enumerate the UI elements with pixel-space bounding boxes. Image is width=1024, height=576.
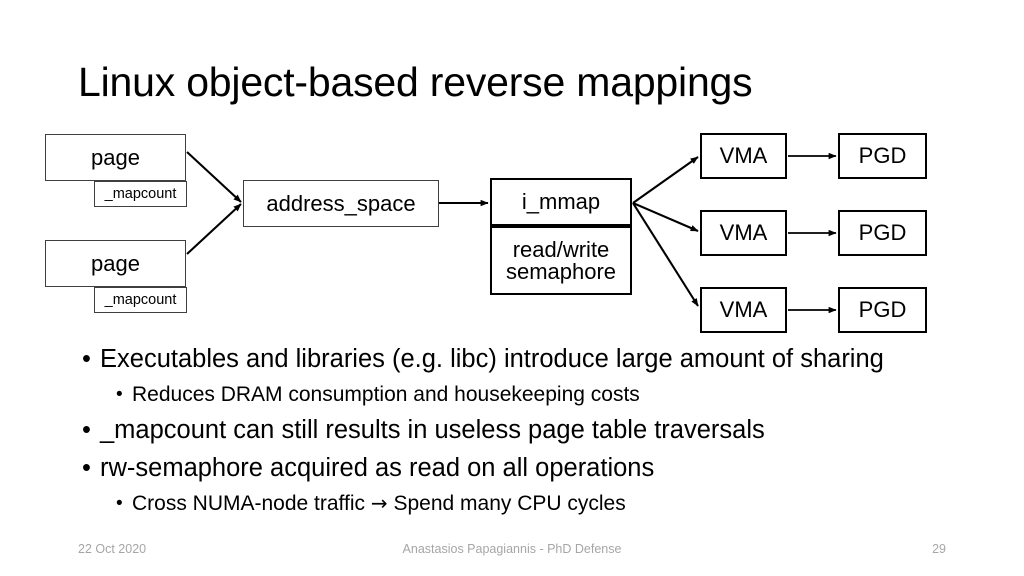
node-mapcount-2[interactable]: _mapcount <box>94 287 187 313</box>
bullet-item-4: • rw-semaphore acquired as read on all o… <box>70 449 970 487</box>
arrow-immap-to-vma-1 <box>632 156 699 204</box>
reverse-mapping-diagram: page _mapcount page _mapcount address_sp… <box>45 133 927 333</box>
footer-page-number: 29 <box>932 542 946 556</box>
semaphore-line-1: read/write <box>512 236 610 262</box>
bullet-list: • Executables and libraries (e.g. libc) … <box>70 340 970 520</box>
node-rw-semaphore[interactable]: read/write semaphore <box>490 226 632 295</box>
bullet-text: rw-semaphore acquired as read on all ope… <box>100 454 655 482</box>
bullet-marker: • <box>116 493 123 514</box>
arrow-page2-to-address-space <box>186 203 242 255</box>
semaphore-line-2: semaphore <box>505 258 617 284</box>
node-mapcount-1[interactable]: _mapcount <box>94 181 187 207</box>
bullet-item-5: • Cross NUMA-node traffic → Spend many C… <box>70 487 970 520</box>
node-address-space[interactable]: address_space <box>243 180 439 227</box>
node-page-1[interactable]: page <box>45 134 186 181</box>
bullet-text-before-arrow: Cross NUMA-node traffic <box>132 492 371 515</box>
arrow-immap-to-vma-3 <box>632 202 699 307</box>
bullet-item-3: • _mapcount can still results in useless… <box>70 411 970 449</box>
slide-footer: 22 Oct 2020 Anastasios Papagiannis - PhD… <box>0 538 1024 564</box>
bullet-item-1: • Executables and libraries (e.g. libc) … <box>70 340 970 378</box>
arrow-immap-to-vma-2 <box>632 202 699 232</box>
node-pgd-1[interactable]: PGD <box>838 133 927 179</box>
bullet-text: _mapcount can still results in useless p… <box>100 416 765 444</box>
bullet-marker: • <box>82 454 91 482</box>
bullet-text: Executables and libraries (e.g. libc) in… <box>100 345 884 373</box>
right-arrow-icon: → <box>370 491 388 515</box>
page-title: Linux object-based reverse mappings <box>78 59 753 105</box>
node-pgd-2[interactable]: PGD <box>838 210 927 256</box>
bullet-text-after-arrow: Spend many CPU cycles <box>387 492 626 515</box>
footer-date: 22 Oct 2020 <box>78 542 147 556</box>
node-pgd-3[interactable]: PGD <box>838 287 927 333</box>
node-vma-1[interactable]: VMA <box>700 133 787 179</box>
node-vma-3[interactable]: VMA <box>700 287 787 333</box>
bullet-text: Reduces DRAM consumption and housekeepin… <box>132 383 640 406</box>
node-i-mmap[interactable]: i_mmap <box>490 178 632 226</box>
bullet-item-2: • Reduces DRAM consumption and housekeep… <box>70 378 970 411</box>
bullet-marker: • <box>116 384 123 405</box>
bullet-marker: • <box>82 345 91 373</box>
node-page-2[interactable]: page <box>45 240 186 287</box>
arrow-layer <box>186 151 837 314</box>
arrow-page1-to-address-space <box>186 151 242 203</box>
bullet-marker: • <box>82 416 91 444</box>
node-vma-2[interactable]: VMA <box>700 210 787 256</box>
footer-presentation-title: Anastasios Papagiannis - PhD Defense <box>402 542 622 556</box>
